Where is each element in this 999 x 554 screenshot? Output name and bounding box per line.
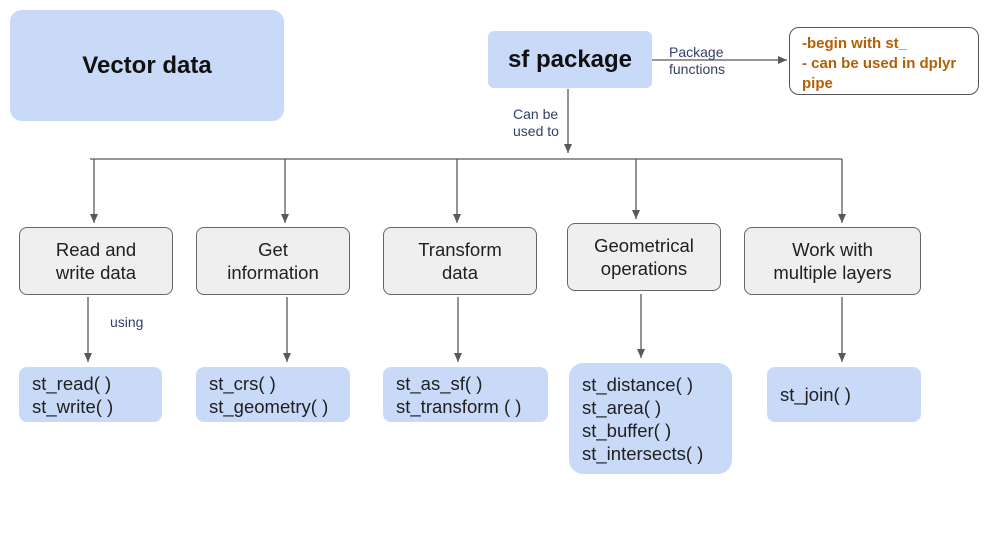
function-item: st_crs( ) — [209, 372, 276, 394]
function-item: st_distance( ) — [582, 373, 694, 395]
note-line-2: - can be used in dplyr — [802, 55, 957, 72]
category-transform: Transform data — [383, 227, 537, 295]
function-item: st_transform ( ) — [396, 395, 522, 417]
function-item: st_write( ) — [32, 395, 114, 417]
functions-read-write: st_read( ) st_write( ) — [19, 367, 162, 422]
title-text: Vector data — [82, 51, 212, 79]
function-item: st_buffer( ) — [582, 419, 672, 441]
category-read-write: Read and write data — [19, 227, 173, 295]
category-geometrical-operations: Geometrical operations — [567, 223, 721, 291]
functions-multiple-layers: st_join( ) — [767, 367, 921, 422]
function-item: st_geometry( ) — [209, 395, 329, 417]
can-be-used-label: Can be used to — [513, 106, 559, 139]
category-label: Work with multiple layers — [773, 239, 892, 283]
using-label: using — [110, 314, 144, 330]
function-item: st_join( ) — [780, 384, 851, 405]
category-multiple-layers: Work with multiple layers — [744, 227, 921, 295]
category-label: Geometrical operations — [594, 235, 694, 279]
package-functions-label: Package functions — [669, 44, 726, 77]
sf-package-box: sf package — [488, 31, 652, 88]
function-item: st_area( ) — [582, 396, 662, 418]
function-item: st_intersects( ) — [582, 442, 704, 464]
note-line-1: -begin with st_ — [802, 35, 907, 52]
function-item: st_as_sf( ) — [396, 372, 483, 394]
functions-transform: st_as_sf( ) st_transform ( ) — [383, 367, 548, 422]
category-label: Read and write data — [55, 239, 137, 283]
title-box: Vector data — [10, 10, 284, 121]
category-label: Get information — [227, 239, 319, 283]
sf-package-text: sf package — [507, 45, 633, 73]
note-box: -begin with st_ - can be used in dplyr p… — [789, 27, 979, 95]
function-item: st_read( ) — [32, 372, 112, 394]
functions-get-information: st_crs( ) st_geometry( ) — [196, 367, 350, 422]
note-line-3: pipe — [802, 75, 833, 92]
category-get-information: Get information — [196, 227, 350, 295]
category-label: Transform data — [418, 239, 502, 283]
functions-geometrical-operations: st_distance( ) st_area( ) st_buffer( ) s… — [569, 363, 732, 474]
